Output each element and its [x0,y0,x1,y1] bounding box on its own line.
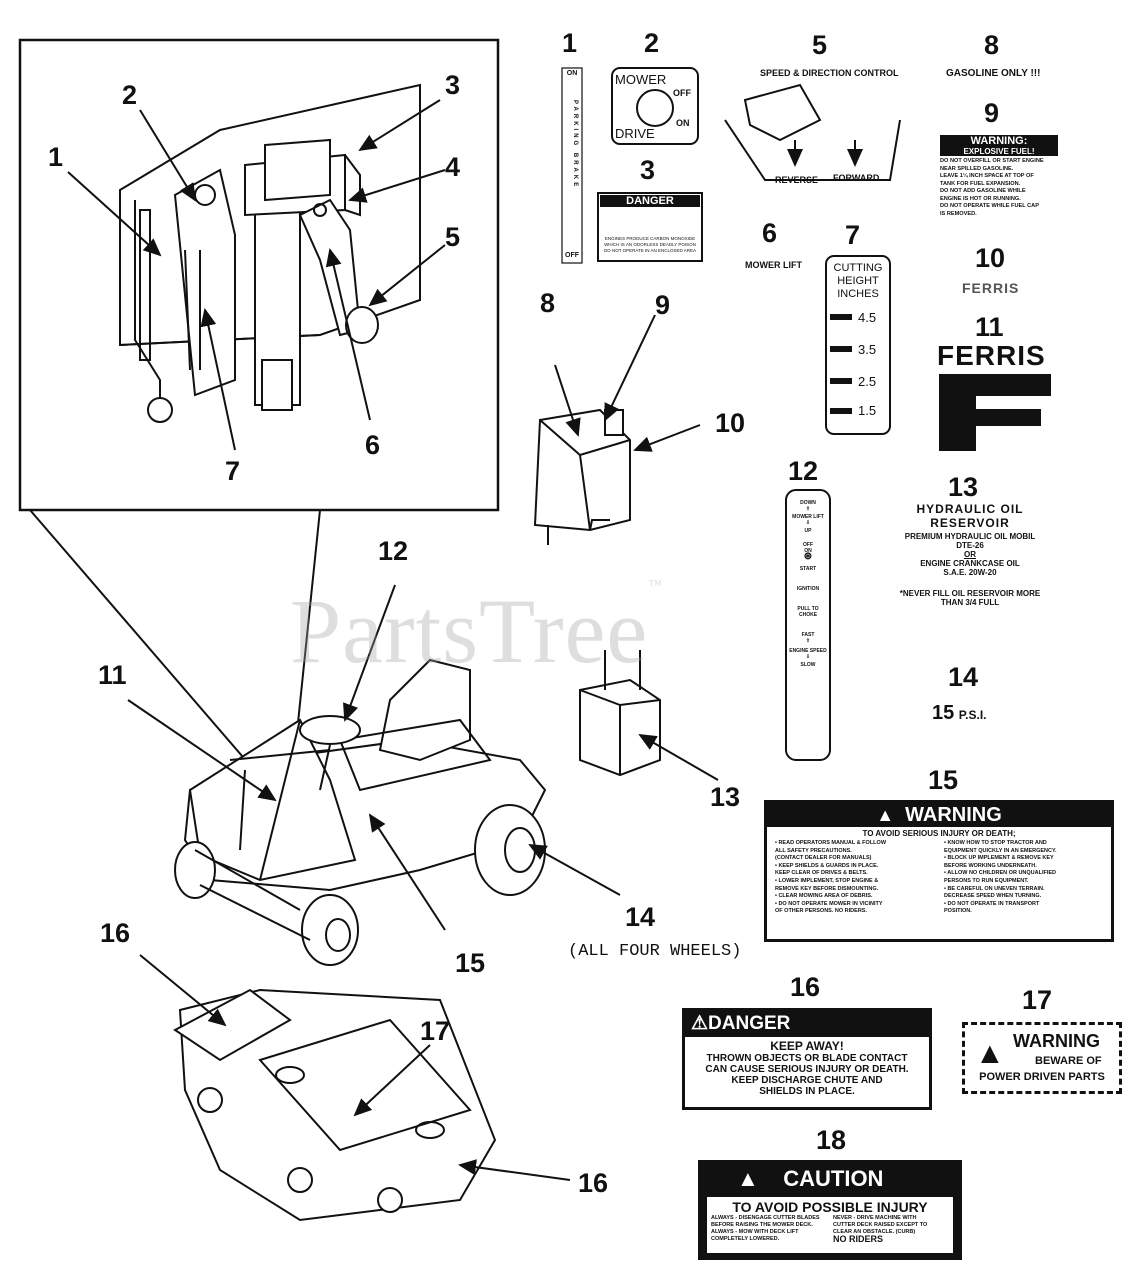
callout-12: 12 [378,536,409,566]
decal-num-11: 11 [975,312,1004,342]
decal-9: WARNING: EXPLOSIVE FUEL! DO NOT OVERFILL… [940,135,1058,218]
inset-callout-7: 7 [225,456,241,486]
decal-num-5: 5 [812,30,828,60]
decal-2-drive: DRIVE [615,126,655,141]
decal-6-text: MOWER LIFT [745,260,802,270]
decal-2-off: OFF [673,88,691,98]
decal-num-7: 7 [845,220,861,250]
decal-5-reverse: REVERSE [775,175,819,185]
inset-callout-4: 4 [445,152,461,182]
decal-12-strip [785,489,831,761]
decal-1-on: ON [566,70,578,77]
decal-7-box [825,255,891,435]
decal-2-box [611,67,699,145]
decal-num-3: 3 [640,155,656,185]
inset-callout-3: 3 [445,70,461,100]
decal-1-strip [561,67,583,264]
decal-1-label: PARKING BRAKE [572,100,578,190]
deck-top-plate [258,1018,472,1152]
decal-5-pedal [724,119,901,181]
watermark: PartsTree™ [290,578,664,682]
callout-13: 13 [710,782,741,812]
decal-14: 15 P.S.I. [932,702,987,724]
decal-3-header: DANGER [600,195,700,207]
decal-7-scale: 4.5 3.5 2.5 1.5 [830,310,888,430]
decal-17: ▲ WARNING BEWARE OF POWER DRIVEN PARTS [962,1022,1122,1094]
note-all-four-wheels: (ALL FOUR WHEELS) [568,942,742,961]
decal-num-2: 2 [644,28,660,58]
steering-wheel [299,715,361,745]
decal-16: ⚠DANGER KEEP AWAY! THROWN OBJECTS OR BLA… [682,1008,932,1110]
callout-16: 16 [100,918,131,948]
decal-2-mower: MOWER [615,72,667,87]
decal-num-10: 10 [975,243,1006,273]
decal-13: HYDRAULIC OIL RESERVOIR PREMIUM HYDRAULI… [899,502,1041,607]
callout-8: 8 [540,288,556,318]
decal-2-on: ON [676,118,690,128]
decal-num-9: 9 [984,98,1000,128]
decal-num-1: 1 [562,28,578,58]
callout-11: 11 [98,660,127,690]
decal-num-17: 17 [1022,985,1053,1015]
front-wheel-left [301,894,359,966]
decal-18: ▲ CAUTION TO AVOID POSSIBLE INJURY ALWAY… [698,1160,962,1260]
decal-num-12: 12 [788,456,819,486]
warning-triangle-icon: ▲ [975,1037,1005,1070]
decal-3-box [597,192,703,262]
decal-5-forward: FORWARD [833,173,880,183]
decal-num-16: 16 [790,972,821,1002]
decal-num-13: 13 [948,472,979,502]
callout-14: 14 [625,902,656,932]
seat [378,658,471,762]
decal-num-18: 18 [816,1125,847,1155]
inset-callout-5: 5 [445,222,461,252]
decal-11-text: FERRIS [937,340,1046,371]
deck-discharge [173,988,292,1062]
decal-10-text: FERRIS [962,280,1020,296]
ferris-logo-mark [939,374,1051,451]
decal-5-title: SPEED & DIRECTION CONTROL [760,68,899,78]
decal-num-14: 14 [948,662,979,692]
decal-8-text: GASOLINE ONLY !!! [946,68,1041,79]
inset-callout-6: 6 [365,430,381,460]
callout-15: 15 [455,948,486,978]
decal-num-6: 6 [762,218,778,248]
callout-17: 17 [420,1016,451,1046]
inset-callout-2: 2 [122,80,138,110]
decal-num-15: 15 [928,765,959,795]
decal-1-off: OFF [565,252,579,259]
callout-9: 9 [655,290,671,320]
decal-num-8: 8 [984,30,1000,60]
inset-callout-1: 1 [48,142,64,172]
callout-10: 10 [715,408,746,438]
throttle-housing [173,168,236,397]
decal-15: ▲ WARNING TO AVOID SERIOUS INJURY OR DEA… [764,800,1114,942]
inset-leader-left [29,509,281,801]
callout-16-deck: 16 [578,1168,609,1198]
inset-frame [18,38,500,512]
